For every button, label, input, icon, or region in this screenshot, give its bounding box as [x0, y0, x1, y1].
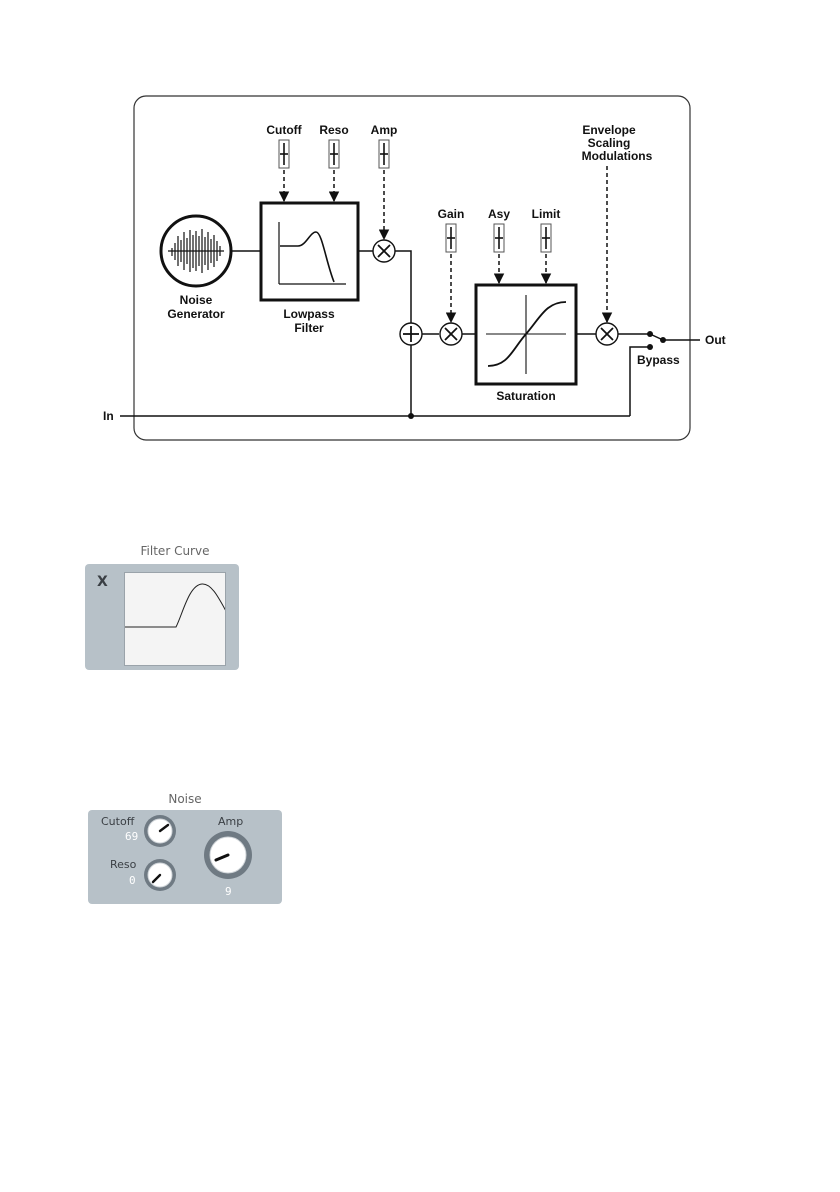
reso-knob-value: 0	[129, 874, 136, 887]
slider-icon-gain	[446, 224, 456, 252]
saturation-block	[476, 285, 576, 384]
filter-curve-display	[124, 572, 226, 666]
noise-panel: Cutoff 69 Reso 0 Amp 9	[88, 810, 282, 904]
reso-knob[interactable]	[143, 858, 177, 892]
param-label-reso: Reso	[319, 123, 348, 137]
slider-icon-amp	[379, 140, 389, 168]
amp-knob-value: 9	[225, 885, 232, 898]
param-label-cutoff: Cutoff	[266, 123, 302, 137]
filter-curve-title: Filter Curve	[135, 544, 215, 558]
param-label-gain: Gain	[438, 207, 465, 221]
reso-knob-label: Reso	[110, 858, 136, 871]
wire-mult-to-sum	[395, 251, 411, 323]
cutoff-knob-label: Cutoff	[101, 815, 134, 828]
noise-panel-title: Noise	[155, 792, 215, 806]
slider-icon-reso	[329, 140, 339, 168]
cutoff-knob-value: 69	[125, 830, 138, 843]
multiply-icon-amp	[373, 240, 395, 262]
envelope-label-line3: Modulations	[582, 149, 653, 163]
close-icon[interactable]: X	[97, 574, 108, 590]
slider-icon-limit	[541, 224, 551, 252]
amp-knob-label: Amp	[218, 815, 243, 828]
bypass-switch-icon	[647, 331, 700, 350]
lowpass-filter-block	[261, 203, 358, 300]
noise-generator-label-line2: Generator	[167, 307, 225, 321]
noise-generator	[161, 216, 231, 286]
bypass-label: Bypass	[637, 353, 680, 367]
envelope-label-line2: Scaling	[588, 136, 631, 150]
amp-knob[interactable]	[203, 830, 253, 880]
slider-icon-cutoff	[279, 140, 289, 168]
saturation-label: Saturation	[496, 389, 555, 403]
multiply-icon-envelope	[596, 323, 618, 345]
filter-curve-panel: X	[85, 564, 239, 670]
sum-icon	[400, 323, 422, 345]
noise-generator-label-line1: Noise	[180, 293, 213, 307]
in-label: In	[103, 409, 114, 423]
slider-icon-asy	[494, 224, 504, 252]
filter-curve-line	[125, 584, 225, 627]
junction-dot	[408, 413, 414, 419]
signal-flow-diagram: Noise Generator Lowpass Filter Cutoff Re…	[0, 0, 840, 470]
param-label-asy: Asy	[488, 207, 510, 221]
lowpass-label-line1: Lowpass	[283, 307, 335, 321]
out-label: Out	[705, 333, 726, 347]
multiply-icon-gain	[440, 323, 462, 345]
envelope-label-line1: Envelope	[582, 123, 636, 137]
lowpass-label-line2: Filter	[294, 321, 324, 335]
param-label-limit: Limit	[532, 207, 561, 221]
param-label-amp: Amp	[371, 123, 398, 137]
cutoff-knob[interactable]	[143, 814, 177, 848]
